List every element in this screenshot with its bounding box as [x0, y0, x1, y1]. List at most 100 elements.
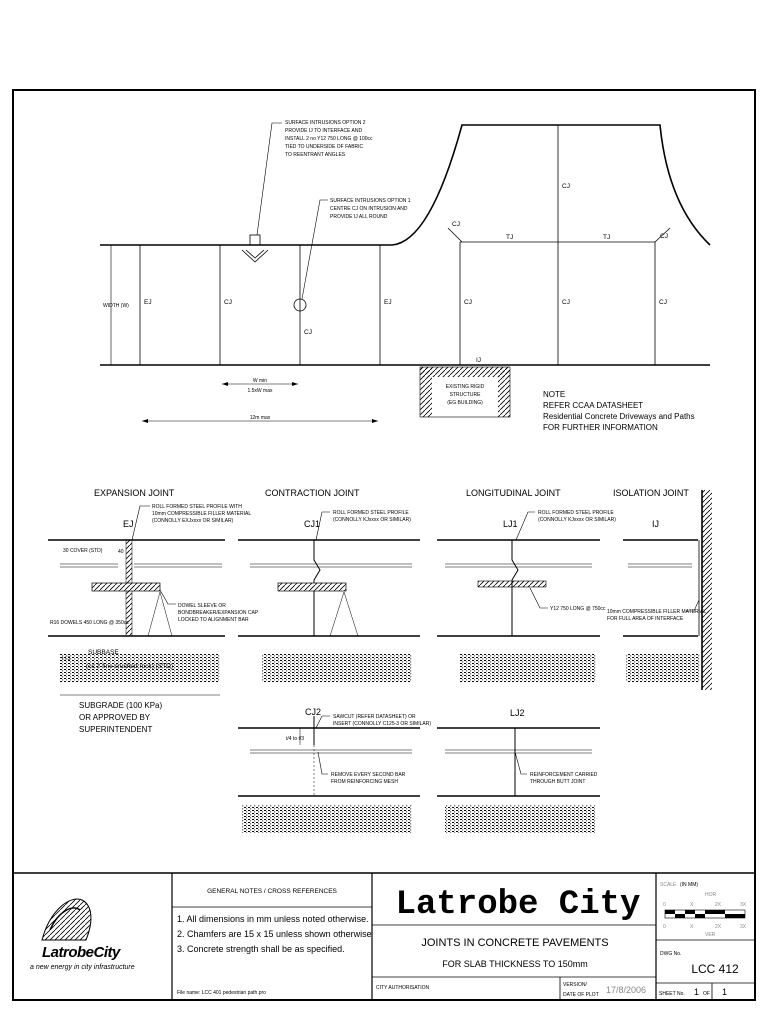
dwg-label: DWG No. [660, 951, 681, 957]
svg-text:ROLL FORMED STEEL PROFILE WITH: ROLL FORMED STEEL PROFILE WITH [152, 504, 242, 510]
intrusion-square [249, 234, 261, 246]
svg-text:(CONNOLLY EXJxxxx OR SIMILAR): (CONNOLLY EXJxxxx OR SIMILAR) [152, 518, 234, 524]
ij-label: IJ [476, 357, 481, 364]
svg-text:DOWEL SLEEVE OR: DOWEL SLEEVE OR [178, 603, 226, 609]
svg-text:SURFACE INTRUSIONS OPTION 1: SURFACE INTRUSIONS OPTION 1 [330, 198, 411, 204]
svg-text:(CONNOLLY KJxxxx OR SIMILAR): (CONNOLLY KJxxxx OR SIMILAR) [538, 517, 616, 523]
detail-cj2: CJ2 SAWCUT (REFER DATASHEET) OR INSERT (… [238, 707, 431, 833]
detail-lj2: LJ2 REINFORCEMENT CARRIED THROUGH BUTT J… [437, 708, 600, 833]
svg-text:10mm COMPRESSIBLE FILLER MATER: 10mm COMPRESSIBLE FILLER MATERIAL [607, 609, 706, 615]
note-ccaa: NOTE REFER CCAA DATASHEET Residential Co… [543, 390, 695, 432]
detail-longitudinal-joint: LONGITUDINAL JOINT LJ1 ROLL FORMED STEEL… [437, 488, 616, 682]
svg-text:THROUGH BUTT JOINT: THROUGH BUTT JOINT [530, 779, 585, 785]
svg-text:X: X [690, 902, 694, 908]
of-label: OF [703, 991, 710, 997]
svg-text:(EG BUILDING): (EG BUILDING) [447, 400, 483, 406]
svg-text:3. Concrete strength shall be: 3. Concrete strength shall be as specifi… [177, 944, 345, 954]
expansion-code: EJ [123, 519, 134, 529]
note-intrusion-1: SURFACE INTRUSIONS OPTION 1 CENTRE CJ ON… [330, 198, 411, 220]
svg-text:VER: VER [705, 932, 716, 938]
note-intrusion-2: SURFACE INTRUSIONS OPTION 2 PROVIDE IJ T… [285, 120, 373, 158]
svg-text:REINFORCEMENT CARRIED: REINFORCEMENT CARRIED [530, 772, 598, 778]
svg-text:TIED TO UNDERSIDE OF FABRIC: TIED TO UNDERSIDE OF FABRIC [285, 144, 364, 150]
notes-header: GENERAL NOTES / CROSS REFERENCES [207, 888, 337, 895]
svg-text:Y12 750 LONG @ 750cc: Y12 750 LONG @ 750cc [550, 606, 606, 612]
cj-label-5: CJ [659, 299, 667, 306]
svg-text:30 COVER (STD): 30 COVER (STD) [63, 548, 103, 554]
sheet-number: 1 [694, 987, 699, 997]
svg-text:FROM REINFORCING MESH: FROM REINFORCING MESH [331, 779, 398, 785]
contraction-code: CJ1 [304, 519, 320, 529]
svg-text:0: 0 [663, 924, 666, 930]
svg-text:0: 0 [663, 902, 666, 908]
sheet-border [12, 89, 756, 1001]
svg-text:SURFACE INTRUSIONS OPTION 2: SURFACE INTRUSIONS OPTION 2 [285, 120, 366, 126]
svg-text:2X: 2X [715, 924, 722, 930]
detail-isolation-joint: ISOLATION JOINT IJ 10mm COMPRESSIBLE FIL… [607, 488, 712, 690]
svg-text:(CONNOLLY KJxxxx OR SIMILAR): (CONNOLLY KJxxxx OR SIMILAR) [333, 517, 411, 523]
isolation-title: ISOLATION JOINT [613, 488, 689, 498]
cj-label-7: CJ [452, 221, 460, 228]
width-label: WIDTH (W) [103, 303, 129, 309]
svg-text:40: 40 [118, 549, 124, 555]
drawing-title: JOINTS IN CONCRETE PAVEMENTS [421, 937, 608, 949]
sheet-label: SHEET No. [659, 991, 685, 997]
sheet-total: 1 [722, 987, 727, 997]
svg-text:3X: 3X [740, 902, 747, 908]
title-block: LatrobeCity a new energy in city infrast… [13, 872, 755, 1000]
contraction-title: CONTRACTION JOINT [265, 488, 360, 498]
file-name: File name: LCC 401 pedestrian path.pro [177, 990, 266, 996]
detail-contraction-joint: CONTRACTION JOINT CJ1 ROLL FORMED STEEL … [238, 488, 420, 682]
svg-text:(cc 2-fine crushed rock) (STD): (cc 2-fine crushed rock) (STD) [86, 663, 173, 670]
svg-text:SUBBASE: SUBBASE [88, 649, 119, 656]
expansion-title: EXPANSION JOINT [94, 488, 175, 498]
lj2-code: LJ2 [510, 708, 525, 718]
drawing-subtitle: FOR SLAB THICKNESS TO 150mm [442, 959, 588, 969]
intrusion-circle [293, 298, 307, 312]
cj-label-8: CJ [660, 233, 668, 240]
svg-text:BONDBREAKER/EXPANSION CAP: BONDBREAKER/EXPANSION CAP [178, 610, 259, 616]
general-notes: 1. All dimensions in mm unless noted oth… [177, 914, 372, 954]
longitudinal-code: LJ1 [503, 519, 518, 529]
svg-text:SUBGRADE (100 KPa): SUBGRADE (100 KPa) [79, 701, 162, 710]
plot-date: 17/8/2006 [606, 985, 646, 995]
city-title: Latrobe City [396, 886, 641, 924]
dim-12m: 12m max [250, 415, 271, 421]
version-label-1: VERSION/ [563, 982, 588, 988]
svg-text:a new energy in city infrastru: a new energy in city infrastructure [30, 964, 135, 971]
svg-text:10mm COMPRESSIBLE FILLER MATER: 10mm COMPRESSIBLE FILLER MATERIAL [152, 511, 251, 517]
cj-label-6: CJ [562, 183, 570, 190]
svg-text:SUPERINTENDENT: SUPERINTENDENT [79, 725, 152, 734]
ej-label-1: EJ [144, 299, 152, 306]
svg-text:ROLL FORMED STEEL PROFILE: ROLL FORMED STEEL PROFILE [538, 510, 614, 516]
ej-label-2: EJ [384, 299, 392, 306]
cj-label-1: CJ [224, 299, 232, 306]
svg-text:ROLL FORMED STEEL PROFILE: ROLL FORMED STEEL PROFILE [333, 510, 409, 516]
dim-w-max: 1.5xW max [247, 388, 273, 394]
note-existing-structure: EXISTING RIGID STRUCTURE (EG BUILDING) [446, 384, 485, 406]
svg-text:3X: 3X [740, 924, 747, 930]
latrobe-logo: LatrobeCity a new energy in city infrast… [30, 898, 135, 971]
detail-expansion-joint: EXPANSION JOINT EJ ROLL FORMED STEEL PRO… [48, 488, 259, 734]
svg-text:PROVIDE IJ TO INTERFACE AND: PROVIDE IJ TO INTERFACE AND [285, 128, 362, 134]
svg-text:INSERT (CONNOLLY C125-3 OR SIM: INSERT (CONNOLLY C125-3 OR SIMILAR) [333, 721, 431, 727]
cj2-code: CJ2 [305, 707, 321, 717]
svg-text:FOR FURTHER INFORMATION: FOR FURTHER INFORMATION [543, 423, 658, 432]
svg-text:1. All dimensions in mm unless: 1. All dimensions in mm unless noted oth… [177, 914, 369, 924]
svg-text:NOTE: NOTE [543, 390, 565, 399]
plan-view: WIDTH (W) EJ CJ CJ EJ CJ CJ CJ CJ TJ TJ … [100, 120, 711, 432]
isolation-code: IJ [652, 519, 659, 529]
svg-text:REMOVE EVERY SECOND BAR: REMOVE EVERY SECOND BAR [331, 772, 406, 778]
svg-text:EXISTING RIGID: EXISTING RIGID [446, 384, 485, 390]
scale-bar: SCALE (IN MM) HOR 0 X 2X 3X 0 X 2X 3X VE… [660, 882, 747, 938]
svg-text:R16 DOWELS 450 LONG @ 350cc: R16 DOWELS 450 LONG @ 350cc [50, 620, 129, 626]
svg-text:Residential Concrete Driveways: Residential Concrete Driveways and Paths [543, 412, 695, 421]
dim-w-min: W min [253, 378, 267, 384]
city-authorisation: CITY AUTHORISATION [376, 985, 430, 991]
cj-label-4: CJ [562, 299, 570, 306]
longitudinal-title: LONGITUDINAL JOINT [466, 488, 561, 498]
svg-text:t / 3: t / 3 [62, 656, 71, 662]
tj-label-2: TJ [603, 234, 610, 241]
svg-text:t/4 to t/3: t/4 to t/3 [286, 736, 304, 742]
